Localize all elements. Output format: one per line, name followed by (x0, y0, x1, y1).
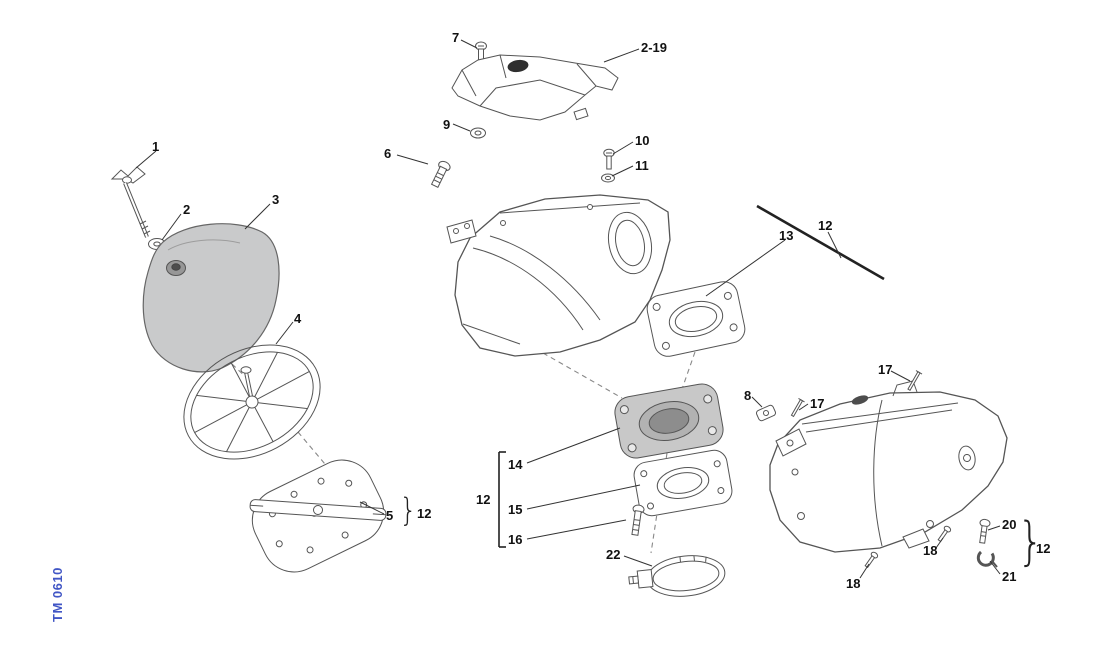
part-6-bolt (430, 160, 451, 188)
callout-10: 10 (635, 133, 650, 148)
part-3-filter-element (142, 223, 280, 373)
callout-12-right: 12 (1036, 541, 1051, 556)
callout-12-top: 12 (818, 218, 833, 233)
callout-17-b: 17 (878, 362, 893, 377)
part-7-screw (475, 41, 487, 61)
callout-1: 1 (152, 139, 160, 154)
callout-16: 16 (508, 532, 523, 547)
part-2-19-cover (451, 54, 619, 121)
part-17-screw-a (790, 398, 805, 418)
callout-22: 22 (606, 547, 621, 562)
callout-12-mid: 12 (476, 492, 491, 507)
callout-18-a: 18 (846, 576, 861, 591)
brace-group-20-21: } (1017, 512, 1044, 572)
part-16-bolt (631, 504, 645, 536)
callout-21: 21 (1002, 569, 1017, 584)
part-1-wing-bolt (110, 166, 151, 238)
part-18-screw-a (864, 551, 879, 569)
callout-8: 8 (744, 388, 752, 403)
callout-5: 5 (386, 508, 394, 523)
callout-20: 20 (1002, 517, 1017, 532)
part-14-intake-flange (614, 383, 724, 459)
callout-4: 4 (294, 311, 302, 326)
part-9-grommet (470, 127, 486, 139)
callout-6: 6 (384, 146, 392, 161)
callout-18-b: 18 (923, 543, 938, 558)
callout-14: 14 (508, 457, 523, 472)
leader-lines (135, 39, 1001, 579)
callout-9: 9 (443, 117, 451, 132)
part-12-trim-strip (756, 204, 885, 281)
part-13-gasket (646, 281, 746, 357)
part-15-gasket (633, 449, 733, 517)
part-18-screw-b (937, 525, 952, 543)
callout-11: 11 (635, 158, 649, 173)
callout-2-19: 2-19 (641, 40, 668, 55)
callout-12-group5: 12 (417, 506, 432, 521)
part-5-base-plate (249, 459, 387, 573)
callout-13: 13 (779, 228, 794, 243)
part-22-hose-clamp (628, 555, 726, 597)
bracket-12-range (498, 451, 506, 548)
callout-2: 2 (183, 202, 191, 217)
part-10-screw (603, 148, 615, 170)
callout-15: 15 (508, 502, 523, 517)
part-right-housing (769, 380, 1008, 553)
part-20-bolt (979, 518, 991, 544)
callout-7: 7 (452, 30, 460, 45)
part-8-clip (756, 404, 776, 422)
part-17-screw-b (907, 370, 923, 391)
drawing-code: TM 0610 (50, 567, 65, 622)
part-4-filter-cage (183, 344, 321, 460)
part-21-clamp (976, 550, 998, 568)
part-11-washer (601, 173, 615, 183)
callout-17-a: 17 (810, 396, 825, 411)
part-airbox-housing (446, 194, 671, 357)
callout-3: 3 (272, 192, 280, 207)
brace-group-5: } (399, 491, 417, 529)
